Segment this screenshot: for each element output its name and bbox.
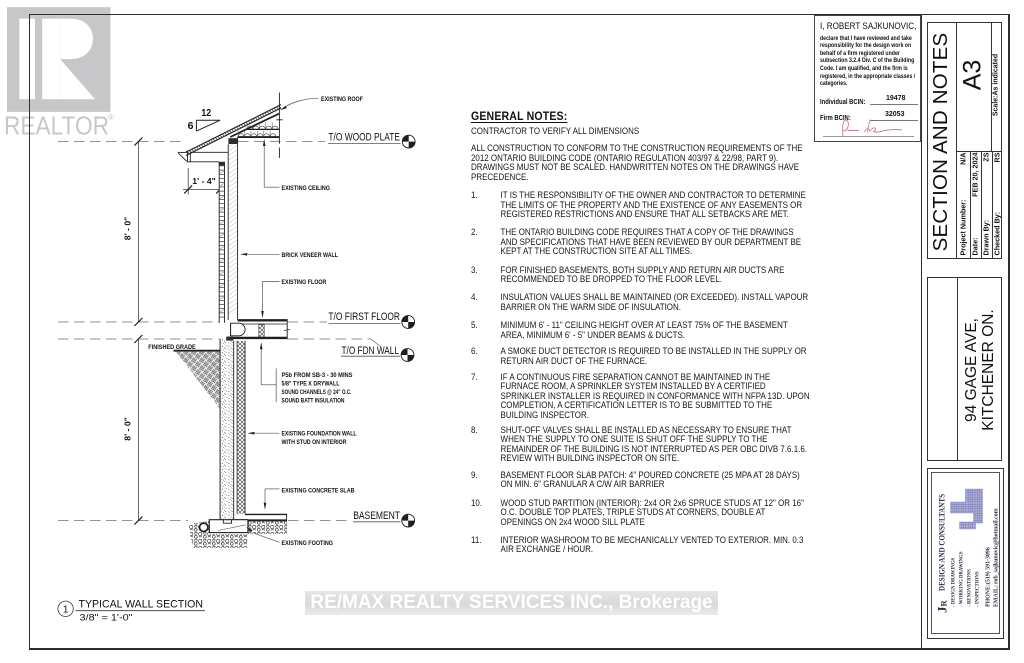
svg-text:EXISTING CONCRETE SLAB: EXISTING CONCRETE SLAB xyxy=(282,487,356,494)
svg-text:1' - 4": 1' - 4" xyxy=(192,176,216,186)
svg-text:EXISTING CEILING: EXISTING CEILING xyxy=(282,185,331,192)
svg-text:T/O FIRST FLOOR: T/O FIRST FLOOR xyxy=(328,311,400,323)
svg-text:REALTOR: REALTOR xyxy=(4,113,109,141)
svg-text:5/8" TYPE X DRYWALL: 5/8" TYPE X DRYWALL xyxy=(282,380,340,387)
svg-text:EXISTING FLOOR: EXISTING FLOOR xyxy=(282,279,327,286)
svg-text:1: 1 xyxy=(63,604,69,615)
svg-text:3/8" = 1'-0": 3/8" = 1'-0" xyxy=(80,612,133,623)
svg-text:®: ® xyxy=(108,113,114,122)
svg-text:T/O WOOD PLATE: T/O WOOD PLATE xyxy=(328,131,400,143)
svg-text:WITH STUD ON INTERIOR: WITH STUD ON INTERIOR xyxy=(282,439,348,446)
svg-text:12: 12 xyxy=(201,107,211,119)
svg-text:EXISTING FOUNDATION WALL: EXISTING FOUNDATION WALL xyxy=(282,431,357,438)
svg-text:P5b FROM SB-3 - 30 MINS: P5b FROM SB-3 - 30 MINS xyxy=(282,372,353,379)
svg-text:BASEMENT: BASEMENT xyxy=(353,510,400,522)
svg-text:TYPICAL WALL SECTION: TYPICAL WALL SECTION xyxy=(79,598,204,610)
svg-text:FINISHED GRADE: FINISHED GRADE xyxy=(148,344,195,351)
svg-text:T/O FDN WALL: T/O FDN WALL xyxy=(342,345,400,357)
svg-text:6: 6 xyxy=(188,120,194,132)
svg-text:8' - 0": 8' - 0" xyxy=(123,417,133,441)
svg-text:EXISTING FOOTING: EXISTING FOOTING xyxy=(282,540,334,547)
svg-text:EXISTING ROOF: EXISTING ROOF xyxy=(321,96,363,103)
svg-text:SOUND BATT INSULATION: SOUND BATT INSULATION xyxy=(282,397,345,404)
svg-text:8' - 0": 8' - 0" xyxy=(123,217,133,241)
svg-text:SOUND CHANNELS @ 24" O.C.: SOUND CHANNELS @ 24" O.C. xyxy=(282,389,352,396)
svg-text:BRICK VENEER WALL: BRICK VENEER WALL xyxy=(282,252,339,259)
